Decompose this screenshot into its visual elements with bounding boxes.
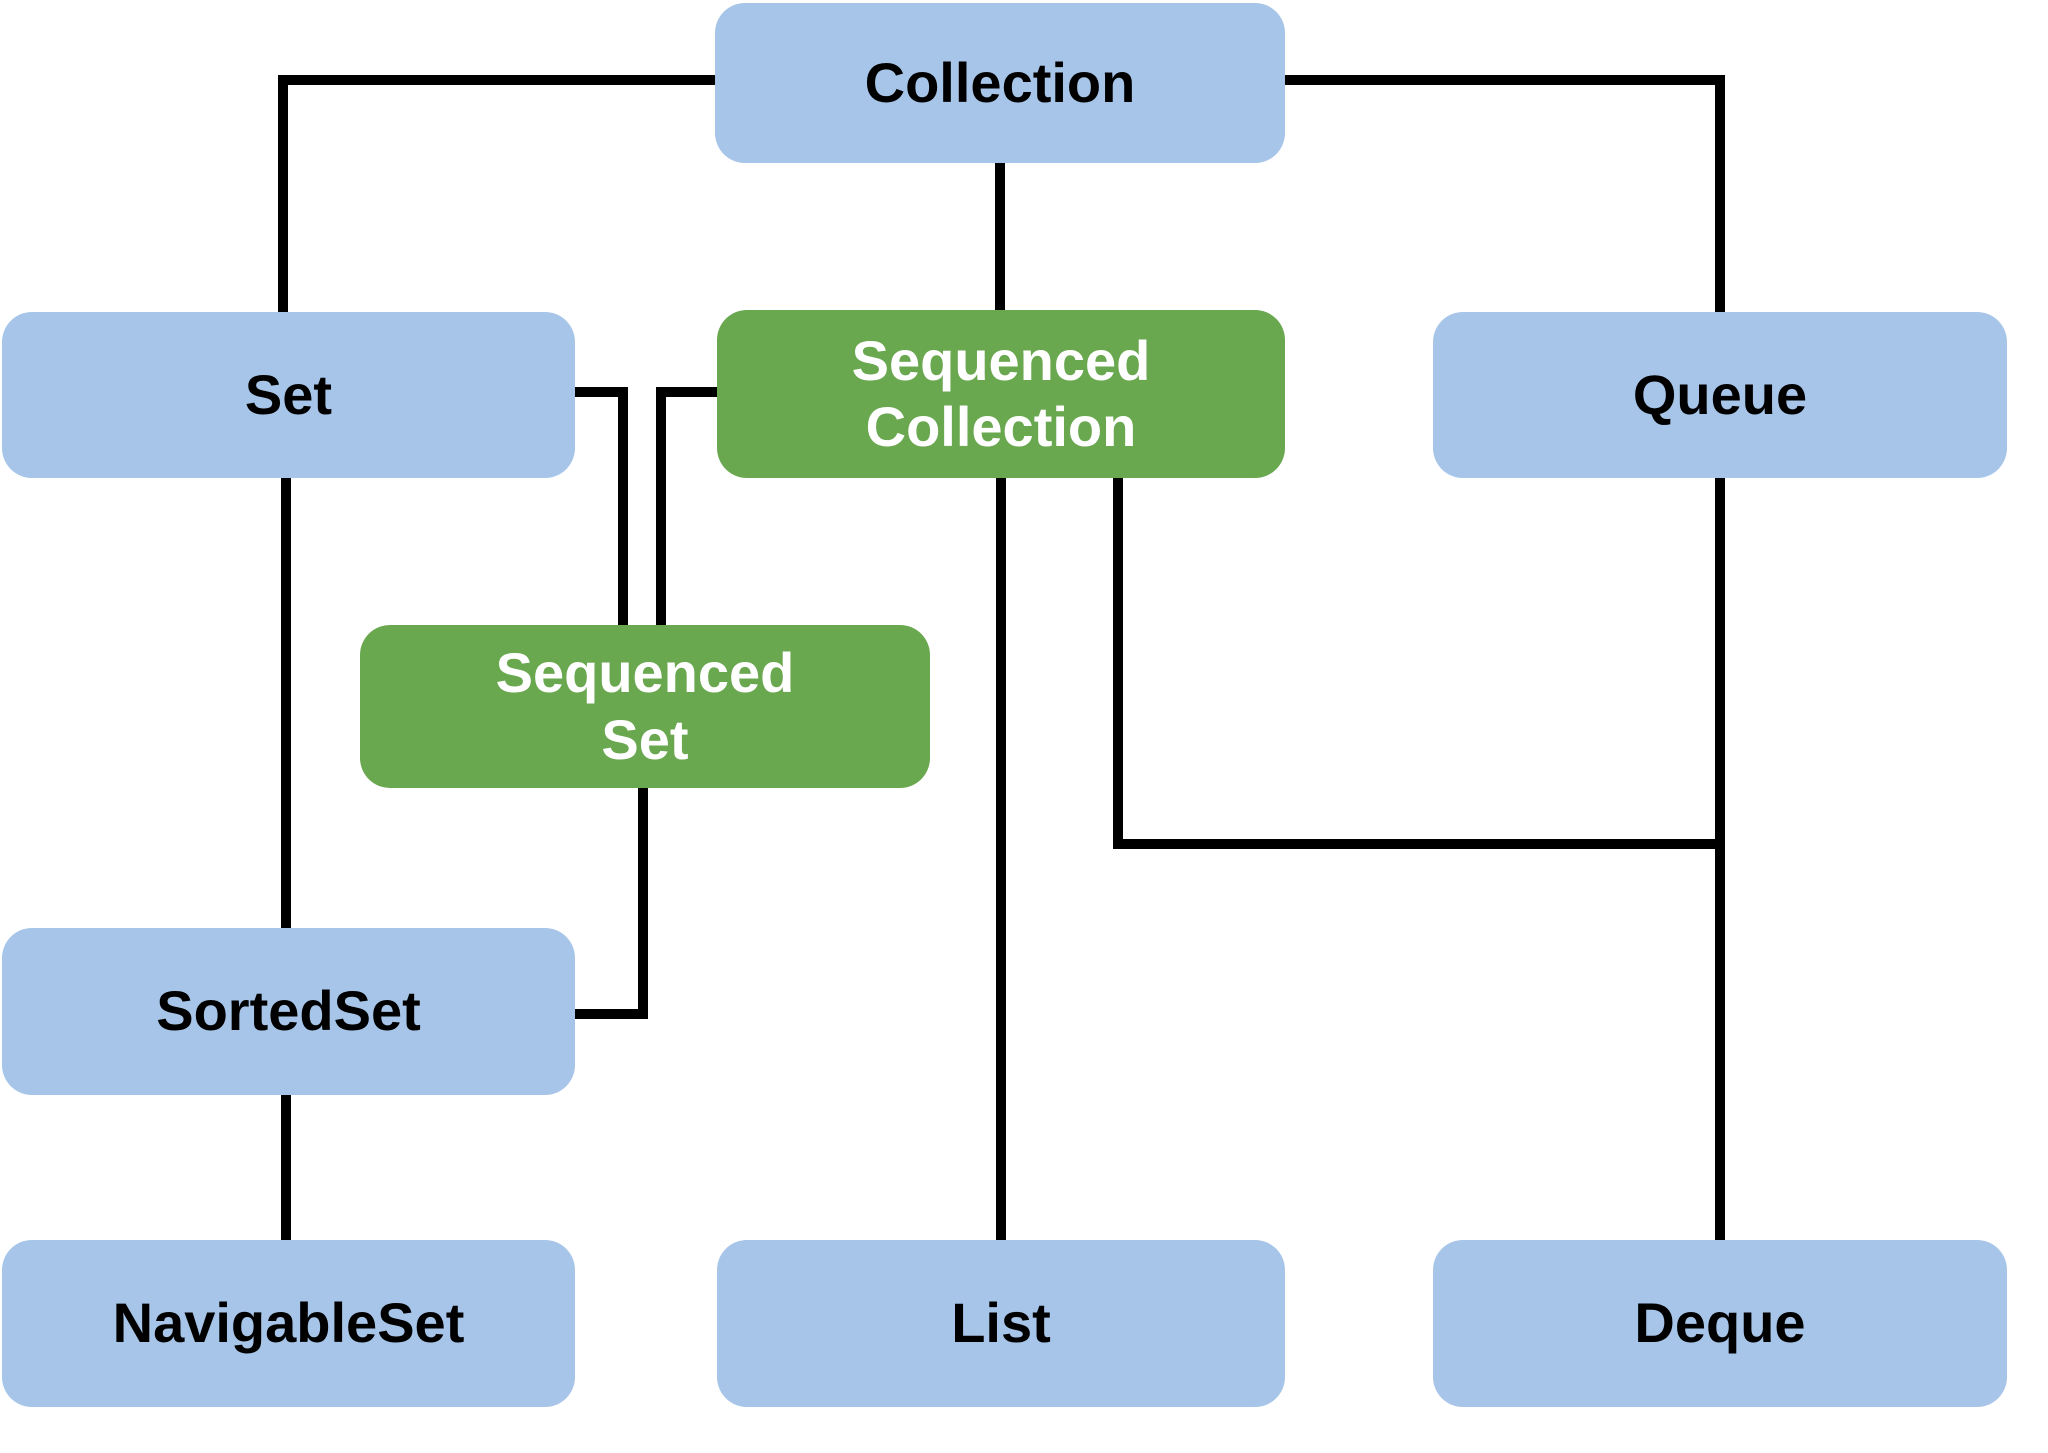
edge-collection-queue-vertical: [1715, 75, 1725, 317]
edge-sequencedcollection-sequencedset-stub: [656, 387, 721, 397]
edge-sequencedcollection-list: [996, 474, 1006, 1244]
edge-sequencedset-sortedset-horizontal: [572, 1009, 648, 1019]
edge-sequencedcollection-deque-horizontal: [1113, 839, 1725, 849]
node-sortedset: SortedSet: [2, 928, 575, 1095]
node-deque: Deque: [1433, 1240, 2007, 1407]
edge-queue-deque: [1715, 474, 1725, 1244]
node-list: List: [717, 1240, 1285, 1407]
edge-set-sequencedset-stub: [570, 387, 628, 397]
edge-collection-sequencedcollection: [995, 158, 1005, 315]
edge-collection-queue-horizontal: [1285, 75, 1725, 85]
node-collection: Collection: [715, 3, 1285, 163]
node-sequenced-set: Sequenced Set: [360, 625, 930, 788]
edge-sequencedset-sortedset-vertical: [638, 786, 648, 1019]
edge-set-sequencedset-vertical: [618, 387, 628, 628]
edge-collection-set-vertical: [278, 75, 288, 317]
edge-sequencedcollection-deque-vertical: [1113, 474, 1123, 849]
node-queue: Queue: [1433, 312, 2007, 478]
edge-sequencedcollection-sequencedset-vertical: [656, 387, 666, 628]
node-sequenced-collection: Sequenced Collection: [717, 310, 1285, 478]
node-navigableset: NavigableSet: [2, 1240, 575, 1407]
node-set: Set: [2, 312, 575, 478]
edge-set-sortedset-navigableset: [281, 474, 291, 1244]
edge-collection-set-horizontal: [283, 75, 717, 85]
